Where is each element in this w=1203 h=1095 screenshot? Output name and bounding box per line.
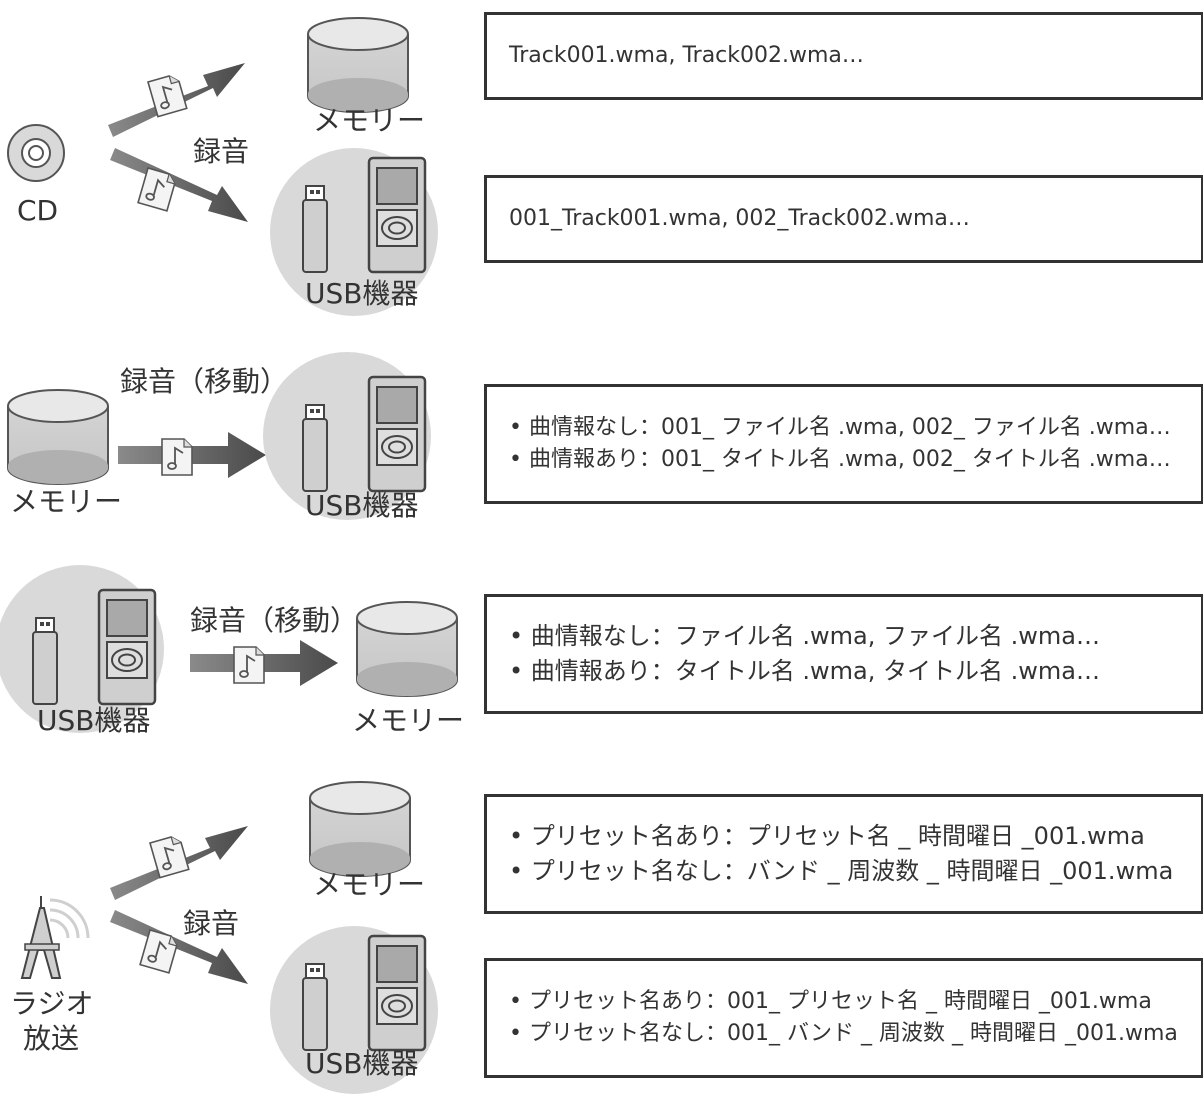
arrow-to-memory xyxy=(190,640,338,686)
usb-filename-box: • プリセット名あり：001_ プリセット名 _ 時間曜日 _001.wma •… xyxy=(484,958,1203,1078)
usb-label: USB機器 xyxy=(305,277,419,310)
action-label: 録音 xyxy=(183,907,240,940)
arrow-to-memory xyxy=(110,826,248,900)
action-label: 録音 xyxy=(193,135,250,168)
cd-icon xyxy=(7,124,65,182)
memory-icon xyxy=(307,17,409,113)
radio-tower-icon xyxy=(20,896,90,979)
usb-filename-box: 001_Track001.wma, 002_Track002.wma… xyxy=(484,175,1203,263)
memory-icon xyxy=(356,601,458,697)
memory-label: メモリー xyxy=(352,704,465,737)
arrow-to-memory xyxy=(108,63,245,137)
filename-line: • 曲情報あり：001_ タイトル名 .wma, 002_ タイトル名 .wma… xyxy=(509,447,1171,472)
memory-icon xyxy=(7,389,109,485)
source-label-radio-line1: ラジオ xyxy=(10,987,94,1020)
memory-filename-box: • 曲情報なし：ファイル名 .wma, ファイル名 .wma… • 曲情報あり：… xyxy=(484,594,1203,714)
filename-line: • プリセット名あり：プリセット名 _ 時間曜日 _001.wma xyxy=(509,822,1145,851)
filename-line: • 曲情報なし：ファイル名 .wma, ファイル名 .wma… xyxy=(509,622,1100,651)
memory-label: メモリー xyxy=(313,104,426,137)
arrow-to-usb xyxy=(118,432,266,478)
filename-line: • プリセット名なし：001_ バンド _ 周波数 _ 時間曜日 _001.wm… xyxy=(509,1021,1178,1046)
memory-filename-box: • プリセット名あり：プリセット名 _ 時間曜日 _001.wma • プリセッ… xyxy=(484,794,1203,914)
usb-label: USB機器 xyxy=(305,1047,419,1080)
filename-line: • 曲情報あり：タイトル名 .wma, タイトル名 .wma… xyxy=(509,657,1100,685)
filename-line: • 曲情報なし：001_ ファイル名 .wma, 002_ ファイル名 .wma… xyxy=(509,415,1171,441)
usb-label: USB機器 xyxy=(305,489,419,522)
memory-filename-box: Track001.wma, Track002.wma… xyxy=(484,12,1203,100)
arrow-to-usb xyxy=(110,148,248,222)
action-label: 録音（移動） xyxy=(120,365,289,398)
memory-label: メモリー xyxy=(313,868,426,901)
memory-icon xyxy=(309,781,411,877)
source-label-radio-line2: 放送 xyxy=(23,1022,80,1055)
arrow-to-usb xyxy=(110,910,248,984)
filename-line: Track001.wma, Track002.wma… xyxy=(509,43,864,69)
filename-line: • プリセット名なし：バンド _ 周波数 _ 時間曜日 _001.wma xyxy=(509,857,1174,885)
filename-line: 001_Track001.wma, 002_Track002.wma… xyxy=(509,206,970,232)
usb-filename-box: • 曲情報なし：001_ ファイル名 .wma, 002_ ファイル名 .wma… xyxy=(484,384,1203,504)
action-label: 録音（移動） xyxy=(190,604,359,637)
source-label-cd: CD xyxy=(17,194,59,227)
memory-label: メモリー xyxy=(10,485,123,518)
filename-line: • プリセット名あり：001_ プリセット名 _ 時間曜日 _001.wma xyxy=(509,989,1152,1015)
usb-label: USB機器 xyxy=(37,704,151,737)
